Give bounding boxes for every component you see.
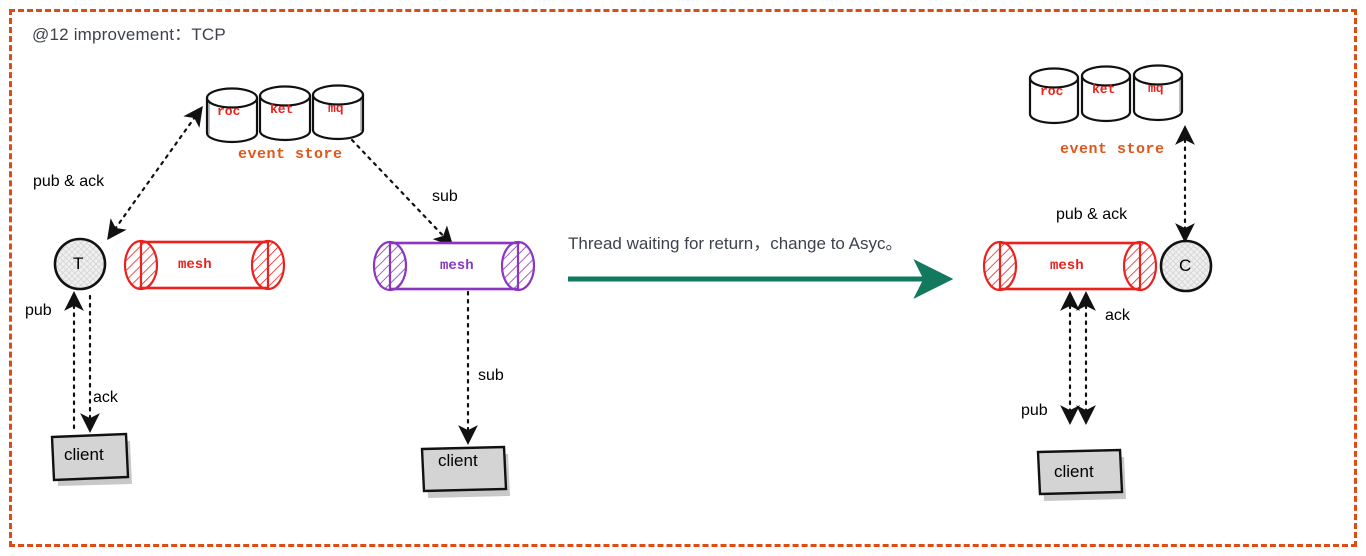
- middle-sub-line: [350, 138, 454, 247]
- left-pub-label: pub: [25, 302, 52, 319]
- left-db-label-roc: roc: [217, 104, 241, 119]
- left-pub-ack-line: [107, 105, 203, 241]
- left-client-box: [50, 432, 132, 486]
- left-mesh-cylinder: [123, 239, 286, 291]
- right-client-box: [1036, 448, 1126, 501]
- page-title: @12 improvement：TCP: [32, 25, 226, 44]
- middle-client-label: client: [438, 451, 478, 470]
- right-pub-label: pub: [1021, 402, 1048, 419]
- right-db-roc: [1028, 67, 1080, 125]
- left-db-label-mq: mq: [328, 101, 344, 116]
- left-db-ket: [258, 85, 312, 142]
- flow-caption: Thread waiting for return，change to Asyc…: [568, 234, 903, 253]
- middle-sub-label-top: sub: [432, 188, 458, 205]
- right-node-circle: [1159, 239, 1213, 293]
- left-event-store-label: event store: [238, 146, 343, 163]
- left-db-roc: [205, 87, 259, 144]
- right-client-label: client: [1054, 462, 1094, 481]
- middle-mesh-cylinder: [372, 240, 536, 292]
- right-db-label-ket: ket: [1092, 82, 1116, 97]
- middle-mesh-label: mesh: [440, 258, 474, 274]
- right-mesh-label: mesh: [1050, 258, 1084, 274]
- left-pub-ack-label: pub & ack: [33, 173, 105, 190]
- right-node-label: C: [1179, 256, 1192, 275]
- right-event-store-label: event store: [1060, 141, 1165, 158]
- right-pub-ack-label: pub & ack: [1056, 206, 1128, 223]
- diagram-border: [9, 9, 1357, 547]
- left-client-label: client: [64, 445, 104, 464]
- right-db-label-mq: mq: [1148, 81, 1164, 96]
- right-mesh-cylinder: [982, 240, 1158, 292]
- left-node-label: T: [73, 254, 84, 273]
- right-ack-label: ack: [1105, 307, 1130, 324]
- left-mesh-label: mesh: [178, 257, 212, 273]
- left-node-circle: [53, 237, 107, 291]
- middle-client-box: [420, 445, 510, 498]
- left-db-label-ket: ket: [270, 102, 294, 117]
- right-db-label-roc: roc: [1040, 84, 1064, 99]
- left-ack-label: ack: [93, 389, 118, 406]
- left-db-mq: [311, 84, 365, 141]
- right-db-ket: [1080, 65, 1132, 123]
- middle-sub-label-bottom: sub: [478, 367, 504, 384]
- right-db-mq: [1132, 64, 1184, 122]
